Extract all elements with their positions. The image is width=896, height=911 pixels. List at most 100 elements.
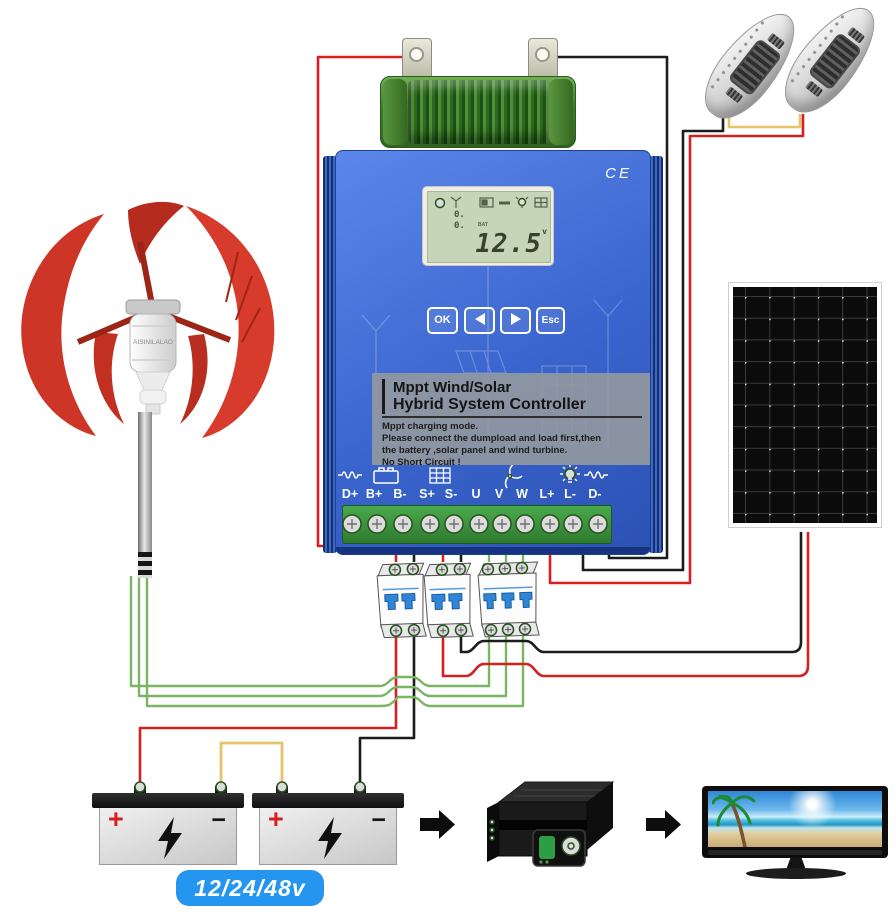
breaker-graphic: [423, 562, 474, 639]
instruction-line: Please connect the dumpload and load fir…: [382, 433, 602, 444]
terminal-label: B+: [365, 487, 383, 501]
tv-speaker-bar: [708, 850, 882, 855]
lcd-screen: 0. 0. BAT 12.5 v: [427, 191, 551, 263]
breaker-solar: [419, 558, 477, 644]
controller-label: Mppt Wind/Solar Hybrid System Controller…: [372, 373, 650, 468]
flow-arrow-icon: [420, 810, 455, 839]
lcd-aux-values: 0. 0.: [454, 210, 465, 232]
inverter-remote: [532, 829, 586, 867]
wire-lamp-jumper-yellow: [727, 114, 802, 129]
battery-icon: [373, 467, 399, 484]
dump-load-terminal-left: [402, 38, 432, 80]
breaker-screws: [388, 562, 421, 637]
lightning-bolt-icon: [318, 817, 342, 859]
battery-body: + −: [259, 806, 397, 865]
wire-solar-negative: [459, 532, 803, 654]
palm-tree-icon: [712, 795, 756, 847]
inverter-terminals: [489, 819, 495, 841]
turbine-brand-label: AISINILALAO: [133, 339, 173, 346]
turbine-pole: [138, 412, 152, 578]
wind-turbine-graphic: AISINILALAO: [21, 201, 275, 438]
tv-frame: [702, 786, 888, 858]
lcd-display: 0. 0. BAT 12.5 v: [422, 186, 554, 266]
ce-mark: CE: [605, 165, 632, 182]
battery-body: + −: [99, 804, 237, 865]
turbine-generator: AISINILALAO: [129, 313, 177, 415]
breaker-toggles: [483, 591, 533, 610]
terminal-label: D+: [341, 487, 359, 501]
battery-positive-sign: +: [108, 804, 124, 834]
lcd-main-value: 12.5: [475, 229, 542, 259]
bulb-icon: [517, 197, 527, 207]
battery-2: + −: [252, 775, 404, 871]
terminal-label: L-: [564, 487, 576, 501]
terminal-label: D-: [588, 487, 602, 501]
wire-battery-series-jumper: [219, 741, 284, 789]
sun-icon: [434, 197, 446, 209]
battery-voltage-badge: 12/24/48v: [176, 870, 324, 906]
breaker-wind: [474, 556, 544, 644]
breaker-toggles: [431, 593, 463, 610]
wire-wind-phase-2: [137, 576, 508, 698]
wire-load-positive: [548, 114, 805, 585]
battery-negative-sign: −: [371, 806, 386, 834]
mppt-controller: CE: [323, 150, 663, 555]
tv-screen: [708, 791, 882, 847]
wire-battery-negative: [358, 632, 416, 789]
heatsink-left: [323, 156, 337, 553]
terminal-label: S-: [444, 487, 458, 501]
dump-load-body: [380, 76, 576, 148]
charge-bar-icon: [499, 201, 510, 205]
terminal-label: L+: [539, 487, 555, 501]
esc-button: Esc: [536, 307, 565, 334]
title-line-2: Hybrid System Controller: [393, 396, 586, 413]
breaker-screws: [435, 562, 468, 637]
wind-turbine: AISINILALAO: [8, 192, 298, 447]
prev-button: [464, 307, 495, 334]
title-rule: [382, 416, 642, 418]
lcd-unit: v: [542, 227, 547, 236]
tv-stand-base: [746, 868, 846, 879]
led-street-light-2: [765, 0, 892, 126]
terminal-label: B-: [393, 487, 407, 501]
breaker-graphic: [376, 562, 427, 639]
breaker-battery: [372, 558, 430, 644]
flow-arrow-icon: [646, 810, 681, 839]
turbine-pole-clamp: [138, 552, 152, 578]
battery-icon: [479, 197, 494, 208]
instruction-line: No Short Circuit !: [382, 457, 461, 468]
wire-battery-positive: [138, 632, 398, 789]
wire-wind-phase-3: [145, 576, 525, 708]
instruction-line: Mppt charging mode.: [382, 421, 479, 432]
wire-wind-phase-1: [129, 576, 491, 688]
dump-load-coil: [408, 80, 550, 144]
terminal-label: U: [471, 487, 481, 501]
battery-negative-sign: −: [211, 806, 226, 834]
turbine-hub: [125, 299, 181, 315]
terminal-label: S+: [419, 487, 435, 501]
ok-button: OK: [427, 307, 458, 334]
title-line-1: Mppt Wind/Solar: [393, 379, 512, 396]
light-housing: [770, 0, 892, 126]
light-bulb-icon: [560, 465, 580, 483]
terminal-block: circle{fill:#dcdcdc;stroke:#27521f;strok…: [342, 505, 612, 544]
tv-stand-neck: [786, 858, 806, 870]
wire-solar-positive: [441, 532, 810, 678]
power-inverter: [477, 770, 617, 875]
lcd-icon-row: [434, 196, 548, 209]
breaker-screws: [481, 561, 532, 637]
lcd-aux-2: 0.: [454, 221, 465, 231]
solar-panel-cells: [733, 287, 877, 523]
instruction-line: the battery ,solar panel and wind turbin…: [382, 445, 568, 456]
lcd-aux-1: 0.: [454, 210, 465, 220]
terminal-screws: circle{fill:#dcdcdc;stroke:#27521f;strok…: [342, 514, 608, 534]
controller-title: Mppt Wind/Solar Hybrid System Controller: [382, 379, 642, 414]
battery-top: [92, 793, 244, 808]
light-led-panel: [807, 31, 863, 91]
dump-load-terminal-right: [528, 38, 558, 80]
lightning-bolt-icon: [158, 817, 182, 859]
controller-instructions: Mppt charging mode. Please connect the d…: [382, 421, 642, 469]
breaker-graphic: [477, 561, 540, 638]
controller-face: CE: [335, 150, 651, 555]
